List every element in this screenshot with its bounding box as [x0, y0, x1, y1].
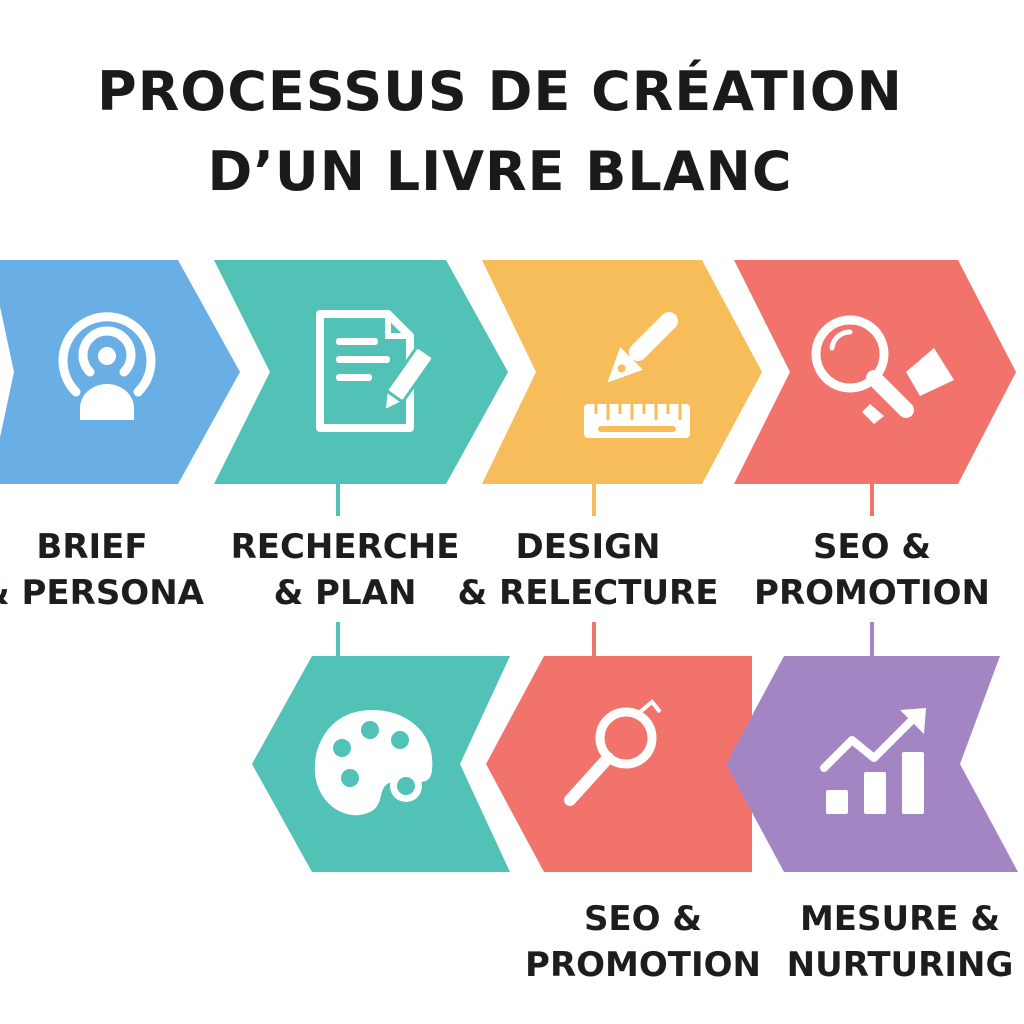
step-label-recherche: RECHERCHE & PLAN: [231, 524, 460, 616]
step-label-design: DESIGN & RELECTURE: [458, 524, 719, 616]
step-label-mesure: MESURE & NURTURING: [787, 896, 1014, 988]
document-pencil-icon: [316, 310, 435, 432]
growth-chart-icon: [820, 708, 926, 814]
step-chevron-recherche: [214, 260, 508, 484]
pen-ruler-icon: [584, 312, 690, 438]
magnifier-icon: [564, 699, 662, 806]
step-label-line: & RELECTURE: [457, 573, 719, 613]
step-label-line: DESIGN: [515, 527, 661, 567]
step-label-line: & PLAN: [273, 573, 417, 613]
step-label-line: PROMOTION: [754, 573, 990, 613]
title-line-2: D’UN LIVRE BLANC: [207, 140, 793, 203]
step-label-line: SEO &: [583, 899, 703, 939]
step-label-line: SEO &: [812, 527, 932, 567]
step-label-line: BRIEF: [36, 527, 148, 567]
step-label-line: NURTURING: [786, 945, 1014, 985]
persona-target-icon: [58, 312, 156, 420]
step-chevron-mesure: [726, 656, 1018, 872]
step-label-line: PROMOTION: [525, 945, 761, 985]
step-label-seo: SEO & PROMOTION: [754, 524, 990, 616]
step-label-line: MESURE &: [799, 899, 1001, 939]
magnifier-megaphone-icon: [811, 315, 954, 424]
title-line-1: PROCESSUS DE CRÉATION: [97, 60, 903, 123]
diagram-title: PROCESSUS DE CRÉATION D’UN LIVRE BLANC: [0, 52, 1000, 212]
step-label-line: & PERSONA: [0, 573, 204, 613]
step-label-line: RECHERCHE: [230, 527, 460, 567]
step-label-brief: BRIEF & PERSONA: [0, 524, 204, 616]
palette-icon: [314, 710, 433, 816]
step-label-seo-bottom: SEO & PROMOTION: [525, 896, 761, 988]
